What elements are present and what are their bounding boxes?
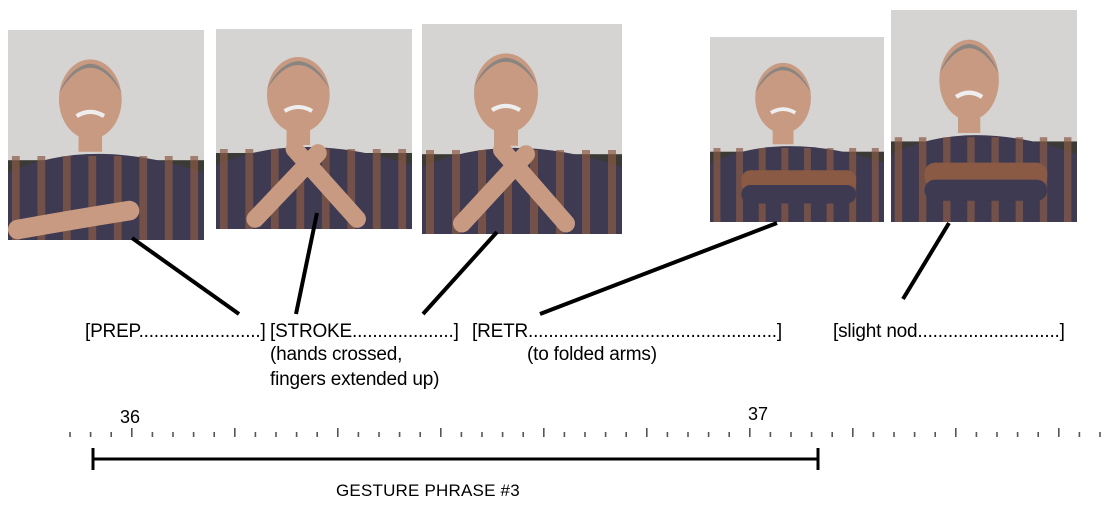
timeline-label-36: 36 (120, 407, 141, 427)
connector-nod (901, 221, 951, 301)
phase-retraction: [RETR...................................… (472, 321, 782, 342)
connector-retraction (539, 221, 778, 316)
frame-prep (8, 30, 204, 240)
connector-stroke-2 (421, 230, 499, 316)
stroke-note-line-2: fingers extended up) (270, 369, 440, 390)
frame-stroke-2 (422, 24, 622, 234)
timeline-axis (69, 428, 1101, 437)
frame-nod (891, 10, 1077, 222)
connector-stroke-1 (294, 212, 319, 315)
stroke-note-line-1: (hands crossed, (270, 344, 403, 365)
phase-prep: [PREP........................] (85, 321, 266, 342)
phase-nod: [slight nod............................] (833, 321, 1065, 342)
connector-prep (130, 236, 241, 316)
timeline-label-37: 37 (748, 404, 769, 424)
gesture-phrase-label: GESTURE PHRASE #3 (336, 481, 520, 500)
retraction-note: (to folded arms) (527, 344, 657, 365)
frame-retraction (710, 37, 884, 222)
phase-stroke: [STROKE....................] (270, 321, 459, 342)
frame-stroke-1 (216, 29, 412, 229)
gesture-phrase-bracket (91, 448, 820, 470)
